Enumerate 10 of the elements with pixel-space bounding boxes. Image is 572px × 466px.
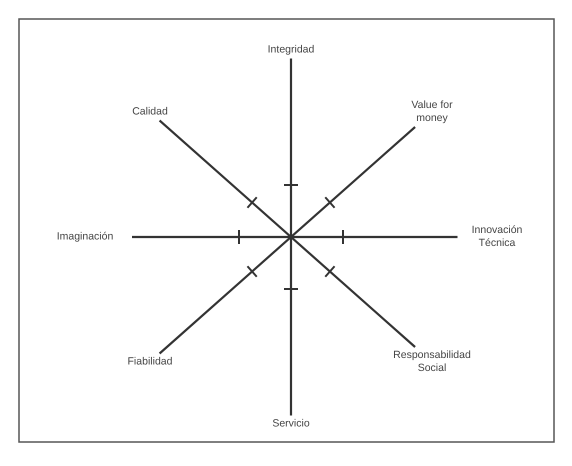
axis-line — [290, 58, 292, 416]
axis-label: Fiabilidad — [108, 354, 192, 370]
axis-label: Integridad — [244, 42, 338, 58]
axis-line — [132, 236, 458, 238]
axis-label: Responsabilidad Social — [380, 347, 484, 377]
axis-label: Imaginación — [38, 228, 132, 246]
axis-label: Value for money — [395, 97, 469, 127]
axis-label: Calidad — [113, 104, 187, 120]
axis-label: Servicio — [249, 416, 333, 432]
axis-label: Innovación Técnica — [458, 222, 536, 252]
